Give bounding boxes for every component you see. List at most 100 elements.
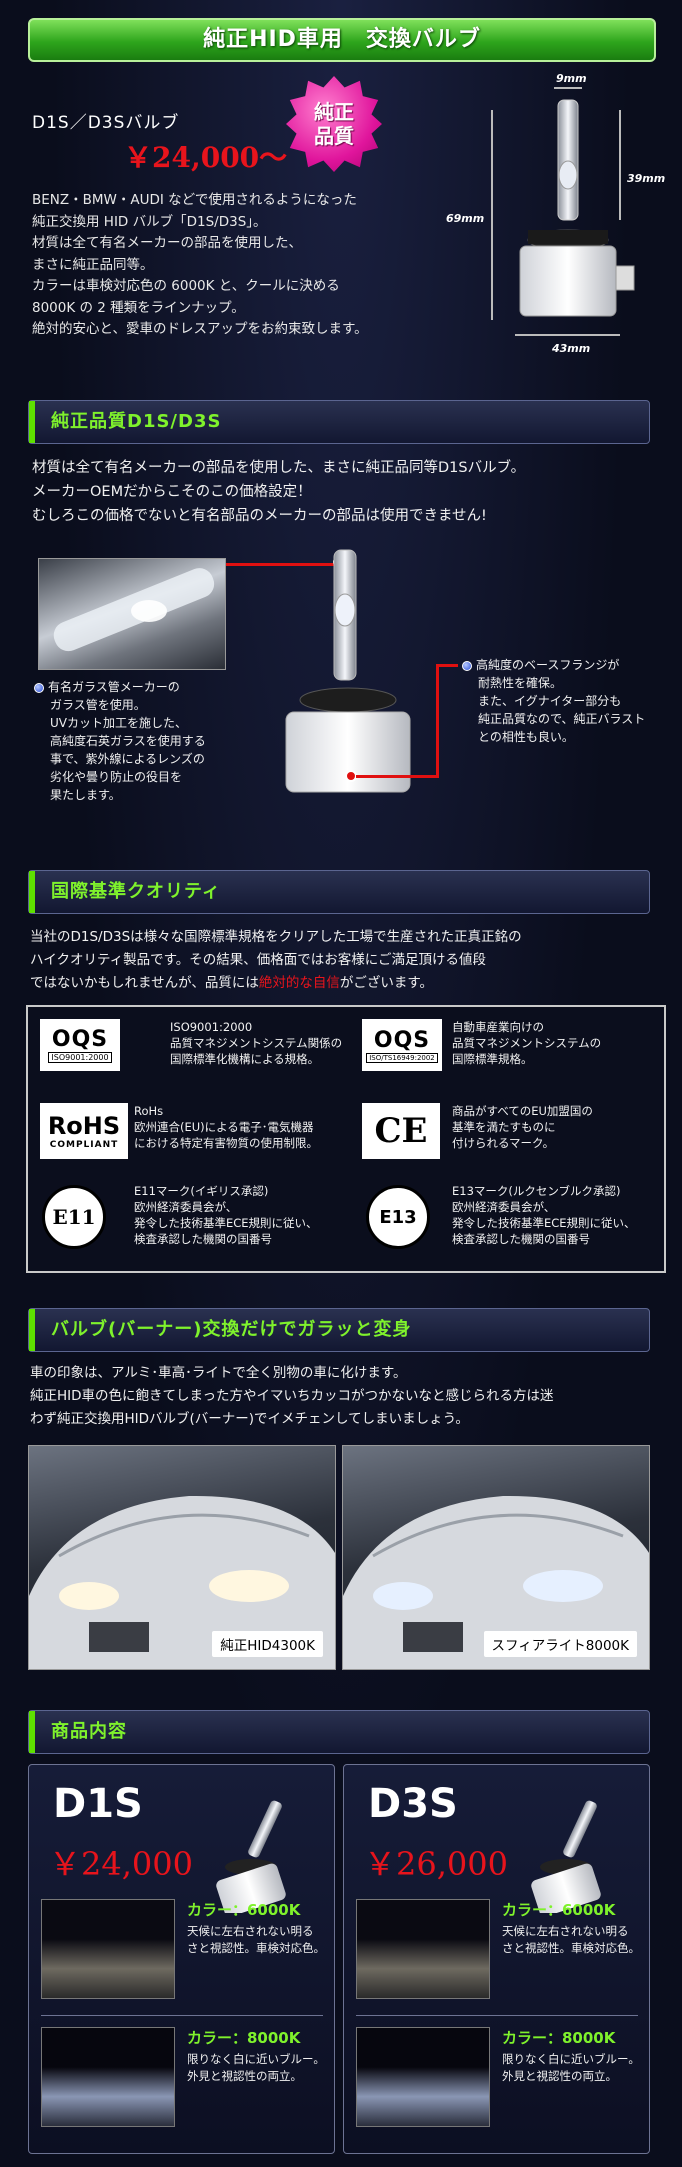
section2-line-text: がございます。: [339, 975, 433, 991]
rohs-logo-sub: COMPLIANT: [49, 1140, 119, 1150]
dimension-bulb-height: 39mm: [627, 172, 666, 185]
section2-line: ではないかもしれませんが、品質には絶対的な自信がございます。: [30, 972, 660, 995]
rohs-logo-text: RoHS: [47, 1112, 121, 1140]
callout-line: [436, 664, 439, 778]
cert-line: ISO9001:2000: [170, 1020, 253, 1034]
product-card-price: ￥24,000: [49, 1845, 193, 1883]
color-description: 天候に左右されない明る さと視認性。車検対応色。: [502, 1923, 647, 1957]
intro-line: 純正交換用 HID バルブ「D1S/D3S」。: [32, 213, 267, 230]
product-card-price: ￥26,000: [364, 1845, 508, 1883]
section-title: バルブ(バーナー)交換だけでガラッと変身: [51, 1319, 412, 1340]
color-description: 限りなく白に近いブルー。 外見と視認性の両立。: [502, 2051, 647, 2085]
product-price: ￥24,000～: [124, 141, 288, 174]
cert-line: 商品がすべてのEU加盟国の: [452, 1104, 593, 1118]
glass-tube-closeup-svg: [53, 568, 215, 652]
section1-line: むしろこの価格でないと有名部品のメーカーの部品は使用できません!: [32, 508, 487, 524]
dimension-total-height: 69mm: [446, 212, 485, 225]
cert-line: 自動車産業向けの: [452, 1020, 544, 1034]
car-photo-svg: [343, 1495, 649, 1669]
cert-line: 検査承認した機関の国番号: [134, 1232, 272, 1246]
color-description-line: 限りなく白に近いブルー。: [502, 2052, 640, 2066]
section-title: 商品内容: [51, 1721, 127, 1742]
section-header-transform: バルブ(バーナー)交換だけでガラッと変身: [28, 1308, 650, 1352]
photo-caption: スフィアライト8000K: [483, 1631, 637, 1657]
section1-text: 材質は全て有名メーカーの部品を使用した、まさに純正品同等D1Sバルブ。 メーカー…: [32, 456, 652, 528]
cert-description: 自動車産業向けの 品質マネジメントシステムの 国際標準規格。: [452, 1019, 601, 1067]
cert-line: 付けられるマーク。: [452, 1136, 555, 1150]
cert-description: RoHs 欧州連合(EU)による電子･電気機器 における特定有害物質の使用制限。: [134, 1103, 318, 1151]
section-marker: [29, 401, 35, 443]
cert-description: E13マーク(ルクセンブルク承認) 欧州経済委員会が、 発令した技術基準ECE規…: [452, 1183, 636, 1247]
cert-line: RoHs: [134, 1104, 164, 1118]
cert-description: ISO9001:2000 品質マネジメントシステム関係の 国際標準化機構による規…: [170, 1019, 342, 1067]
bullet-icon: [34, 682, 44, 693]
car-photo-stock-hid: 純正HID4300K: [28, 1445, 336, 1670]
photo-caption: 純正HID4300K: [212, 1631, 323, 1657]
intro-line: まさに純正品同等。: [32, 256, 154, 273]
section2-line-text: ではないかもしれませんが、品質には: [30, 975, 259, 991]
emphasis-text: 絶対的な自信: [258, 975, 340, 991]
color-description-line: 外見と視認性の両立。: [187, 2069, 302, 2083]
section2-line: 当社のD1S/D3Sは様々な国際標準規格をクリアした工場で生産された正真正銘の: [30, 929, 522, 945]
cert-line: 品質マネジメントシステム関係の: [170, 1036, 343, 1050]
product-card-d3s: D3S ￥26,000 カラー：6000K 天候に左右されない明る さと視認性。…: [343, 1764, 650, 2154]
oqs-logo-text: OQS: [51, 1027, 109, 1052]
cert-line: 欧州経済委員会が、: [134, 1200, 238, 1214]
cert-line: 欧州経済委員会が、: [452, 1200, 556, 1214]
ce-logo: CE: [362, 1103, 440, 1159]
product-card-name: D1S: [53, 1781, 143, 1827]
intro-line: BENZ・BMW・AUDI などで使用されるようになった: [32, 192, 357, 208]
section-header-quality: 純正品質D1S/D3S: [28, 400, 650, 444]
color-description-line: さと視認性。車検対応色。: [502, 1941, 640, 1955]
section1-line: 材質は全て有名メーカーの部品を使用した、まさに純正品同等D1Sバルブ。: [32, 460, 526, 476]
bulb-thumbnail: [514, 1793, 624, 1917]
section-marker: [29, 871, 35, 913]
section1-line: メーカーOEMだからこそのこの価格設定！: [32, 484, 312, 500]
dimension-width-top: 9mm: [556, 72, 587, 85]
genuine-quality-badge: 純正 品質: [286, 76, 382, 172]
color-description-line: さと視認性。車検対応色。: [187, 1941, 325, 1955]
callout-line: [436, 664, 458, 667]
certification-box: OQS ISO9001:2000 ISO9001:2000 品質マネジメントシス…: [26, 1005, 666, 1273]
color-title: カラー：8000K: [502, 2029, 616, 2047]
color-description-line: 限りなく白に近いブルー。: [187, 2052, 325, 2066]
color-title: カラー：8000K: [187, 2029, 301, 2047]
note-line: との相性も良い。: [478, 730, 574, 744]
bulb-diagram-svg: [491, 87, 635, 336]
night-photo-8000k: [41, 2027, 175, 2127]
note-line: 有名ガラス管メーカーの: [34, 678, 244, 696]
section3-text: 車の印象は、アルミ･車高･ライトで全く別物の車に化けます。 純正HID車の色に飽…: [30, 1362, 670, 1431]
night-photo-6000k: [356, 1899, 490, 1999]
oqs-logo-text: OQS: [373, 1027, 431, 1053]
cert-line: における特定有害物質の使用制限。: [134, 1136, 318, 1150]
e11-logo: E11: [42, 1185, 106, 1249]
note-line: 高純度石英ガラスを使用する: [50, 734, 206, 748]
oqs-logo-sub: ISO/TS16949:2002: [366, 1052, 438, 1063]
color-description: 限りなく白に近いブルー。 外見と視認性の両立。: [187, 2051, 332, 2085]
e13-logo: E13: [366, 1185, 430, 1249]
section-marker: [29, 1309, 35, 1351]
glass-tube-closeup-image: [38, 558, 226, 670]
bulb-product-svg: [285, 549, 411, 793]
cert-line: 欧州連合(EU)による電子･電気機器: [134, 1120, 314, 1134]
section-header-contents: 商品内容: [28, 1710, 650, 1754]
color-description-line: 天候に左右されない明る: [502, 1924, 629, 1938]
product-name: D1S／D3Sバルブ: [32, 113, 180, 133]
section-title: 純正品質D1S/D3S: [51, 411, 222, 432]
intro-line: カラーは車検対応色の 6000K と、クールに決める: [32, 278, 340, 294]
car-photo-upgrade: スフィアライト8000K: [342, 1445, 650, 1670]
badge-line-2: 品質: [314, 124, 354, 148]
note-line: 高純度のベースフランジが: [462, 656, 667, 674]
product-intro: BENZ・BMW・AUDI などで使用されるようになった 純正交換用 HID バ…: [32, 190, 452, 341]
note-line: 耐熱性を確保。: [478, 676, 563, 690]
cert-line: 発令した技術基準ECE規則に従い、: [452, 1216, 636, 1230]
cert-line: 国際標準規格。: [452, 1052, 533, 1066]
card-divider: [356, 2015, 638, 2016]
cert-line: E13マーク(ルクセンブルク承認): [452, 1184, 621, 1198]
intro-line: 材質は全て有名メーカーの部品を使用した、: [32, 235, 302, 251]
cert-line: 国際標準化機構による規格。: [170, 1052, 320, 1066]
note-line-text: 有名ガラス管メーカーの: [48, 680, 180, 694]
night-photo-8000k: [356, 2027, 490, 2127]
bulb-thumbnail: [199, 1793, 309, 1917]
bulb-thumbnail-svg: [531, 1800, 601, 1917]
